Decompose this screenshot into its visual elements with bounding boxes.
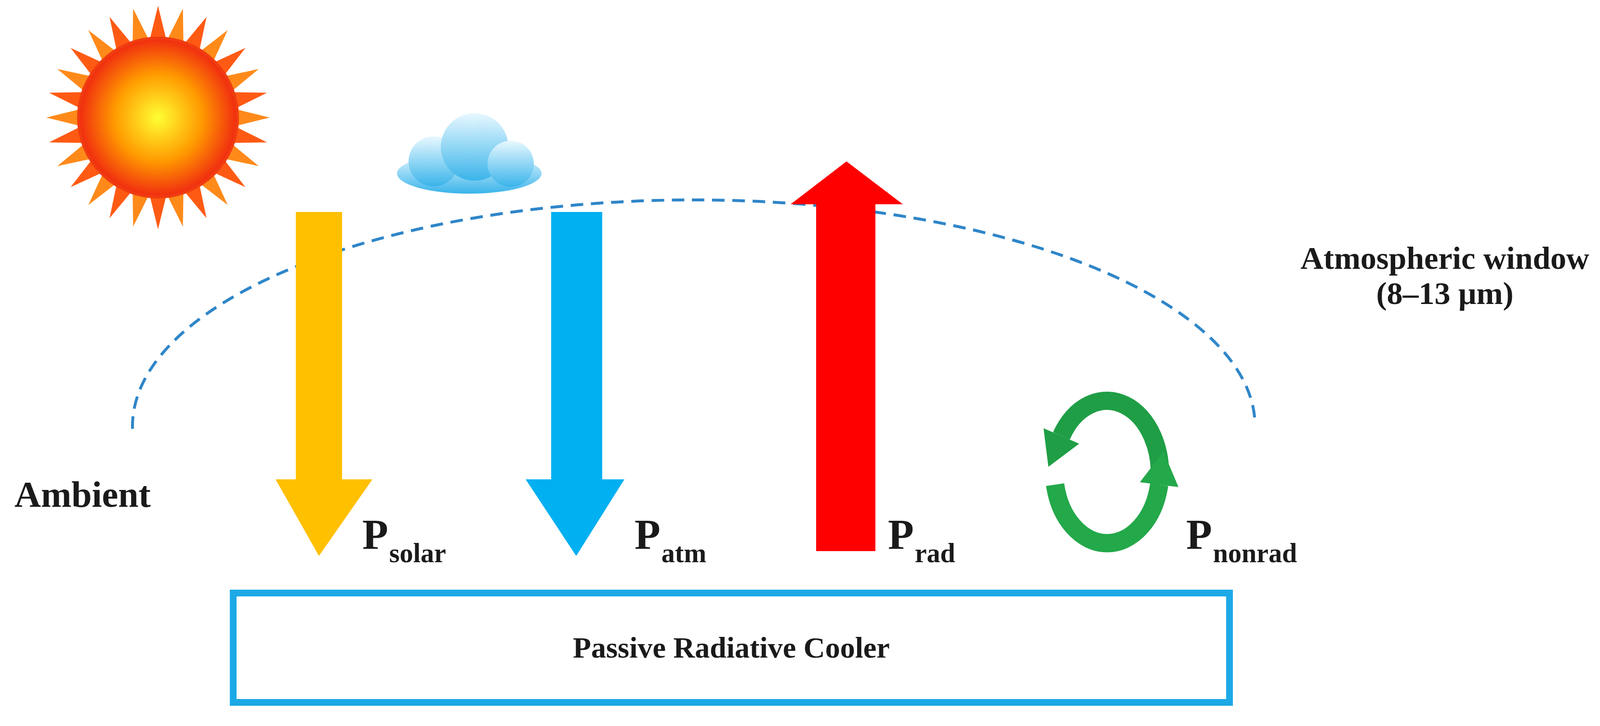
nonrad-arrows — [1043, 400, 1179, 544]
power-subscript: solar — [389, 538, 447, 569]
cooler-box: Passive Radiative Cooler — [229, 589, 1233, 706]
power-symbol: P — [362, 511, 389, 559]
box-label: Passive Radiative Cooler — [572, 630, 890, 665]
power-symbol: P — [634, 511, 661, 559]
power-subscript: nonrad — [1213, 538, 1297, 569]
power-subscript: atm — [661, 538, 707, 569]
ambient-label: Ambient — [14, 474, 151, 516]
sun — [78, 38, 238, 198]
atm-arrow — [525, 211, 625, 556]
power-symbol: P — [1186, 511, 1213, 559]
power-subscript: rad — [914, 538, 956, 569]
solar-arrow — [275, 211, 373, 556]
sun-rays — [46, 5, 270, 230]
rad-arrow — [790, 161, 903, 552]
cloud — [396, 113, 542, 194]
power-symbol: P — [887, 511, 914, 559]
window-label: Atmospheric window (8–13 μm) — [1295, 240, 1595, 311]
